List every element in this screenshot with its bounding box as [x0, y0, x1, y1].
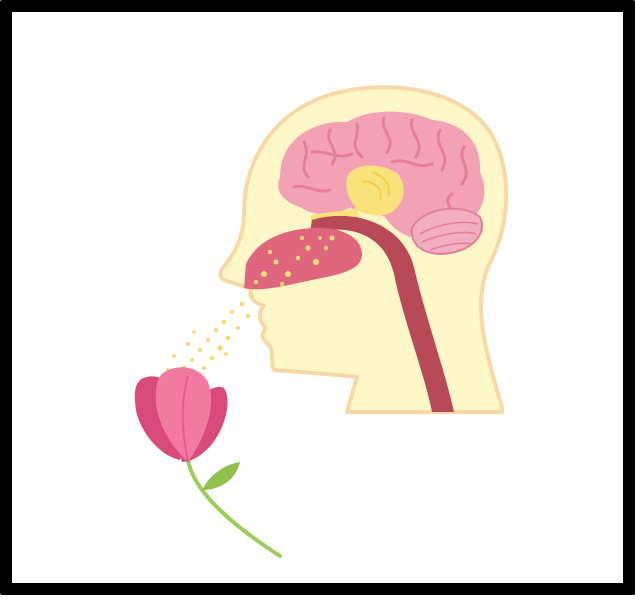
scent-particles-icon — [166, 294, 254, 372]
olfaction-illustration — [12, 12, 635, 607]
tulip-flower-icon — [135, 367, 280, 556]
